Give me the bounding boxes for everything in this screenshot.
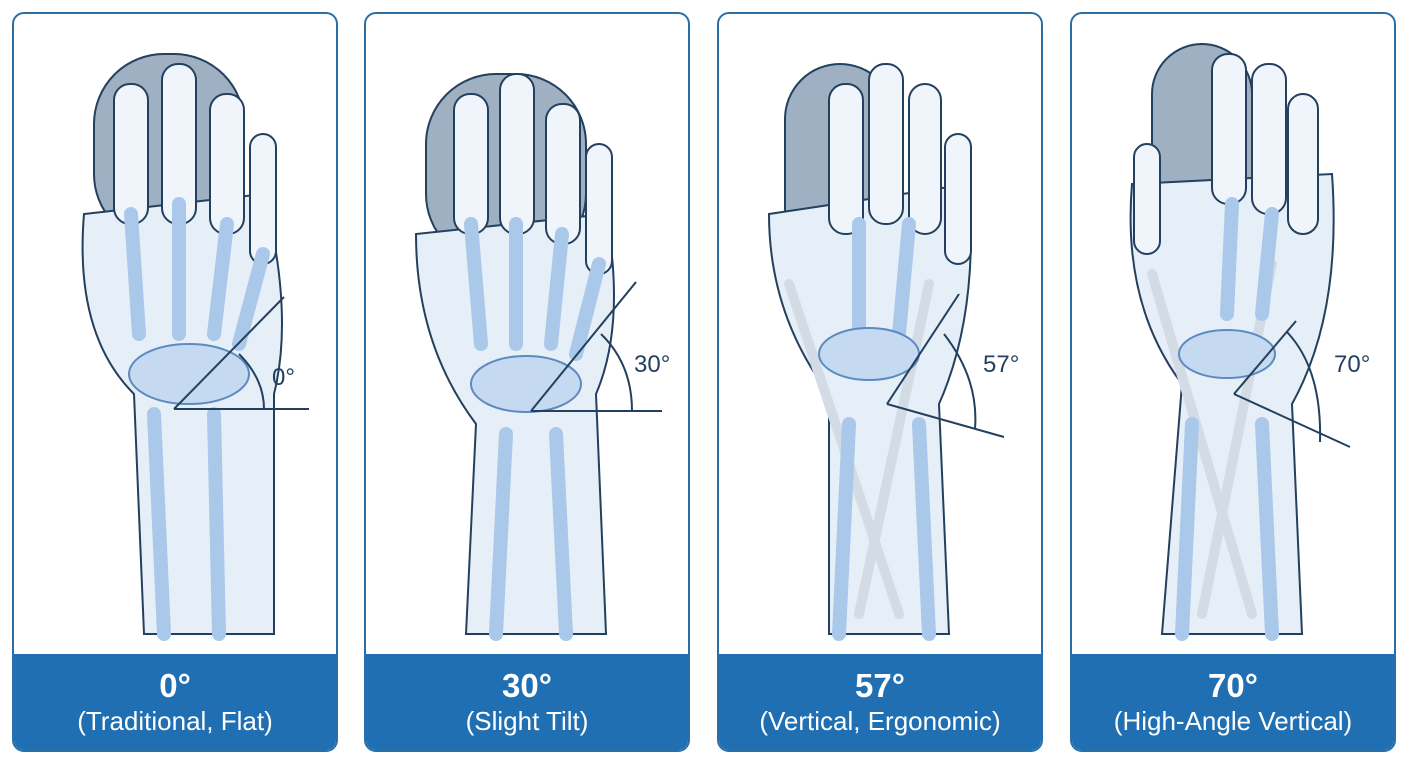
angle-description: (Vertical, Ergonomic) bbox=[759, 706, 1001, 736]
angle-value: 30° bbox=[502, 667, 552, 704]
angle-description: (High-Angle Vertical) bbox=[1113, 706, 1353, 736]
hand-mouse-illustration bbox=[414, 73, 662, 641]
hand-mouse-illustration bbox=[81, 53, 309, 641]
caption-bar: 0° (Traditional, Flat) bbox=[14, 654, 336, 750]
angle-value: 0° bbox=[159, 667, 191, 704]
panel-0-degree: 0° 0° (Traditional, Flat) bbox=[12, 12, 338, 752]
angle-value: 70° bbox=[1208, 667, 1258, 704]
angle-annotation: 70° bbox=[1334, 351, 1371, 378]
caption-bar: 57° (Vertical, Ergonomic) bbox=[719, 654, 1041, 750]
hand-mouse-illustration bbox=[767, 63, 1005, 641]
angle-value: 57° bbox=[855, 667, 905, 704]
panel-30-degree: 30° 30° (Slight Tilt) bbox=[364, 12, 690, 752]
hand-mouse-illustration bbox=[1129, 43, 1351, 641]
caption-bar: 30° (Slight Tilt) bbox=[366, 654, 688, 750]
angle-annotation: 30° bbox=[634, 351, 671, 378]
panel-70-degree: 70° 70° (High-Angle Vertical) bbox=[1070, 12, 1396, 752]
panel-57-degree: 57° 57° (Vertical, Ergonomic) bbox=[717, 12, 1043, 752]
caption-bar: 70° (High-Angle Vertical) bbox=[1072, 654, 1394, 750]
angle-description: (Traditional, Flat) bbox=[77, 706, 273, 736]
angle-annotation: 57° bbox=[983, 351, 1020, 378]
angle-description: (Slight Tilt) bbox=[465, 706, 589, 736]
angle-annotation: 0° bbox=[272, 364, 295, 391]
